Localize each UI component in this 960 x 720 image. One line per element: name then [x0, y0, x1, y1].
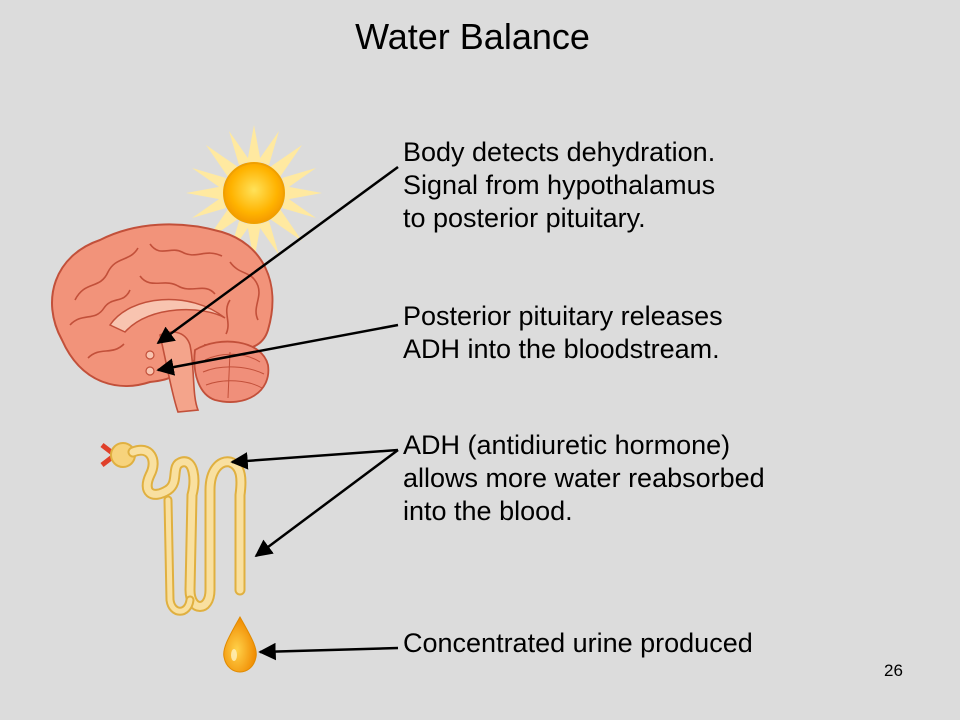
arrow-tubule-upper: [230, 448, 399, 470]
step-2-line-1: Posterior pituitary releases: [403, 301, 723, 331]
step-3-line-1: ADH (antidiuretic hormone): [403, 430, 731, 460]
arrow-tubule-lower: [254, 448, 399, 558]
arrow-pituitary: [156, 323, 399, 376]
slide-title: Water Balance: [355, 16, 590, 57]
brain-icon: [51, 223, 274, 413]
nephron-icon: [100, 442, 247, 616]
step-3-line-2: allows more water reabsorbed: [403, 463, 765, 493]
step-1-line-3: to posterior pituitary.: [403, 203, 646, 233]
arrow-urine: [258, 642, 399, 661]
step-2-line-2: ADH into the bloodstream.: [403, 334, 720, 364]
step-1-text: Body detects dehydration. Signal from hy…: [403, 136, 715, 235]
step-4-line-1: Concentrated urine produced: [403, 628, 753, 658]
step-4-text: Concentrated urine produced: [403, 627, 753, 660]
step-1-line-1: Body detects dehydration.: [403, 137, 716, 167]
step-3-text: ADH (antidiuretic hormone) allows more w…: [403, 429, 765, 528]
urine-drop-icon: [223, 615, 257, 673]
step-2-text: Posterior pituitary releases ADH into th…: [403, 300, 723, 366]
page-number: 26: [884, 661, 903, 680]
step-1-line-2: Signal from hypothalamus: [403, 170, 716, 200]
sun-icon: [186, 125, 322, 261]
step-3-line-3: into the blood.: [403, 496, 573, 526]
arrow-hypothalamus: [156, 165, 399, 345]
